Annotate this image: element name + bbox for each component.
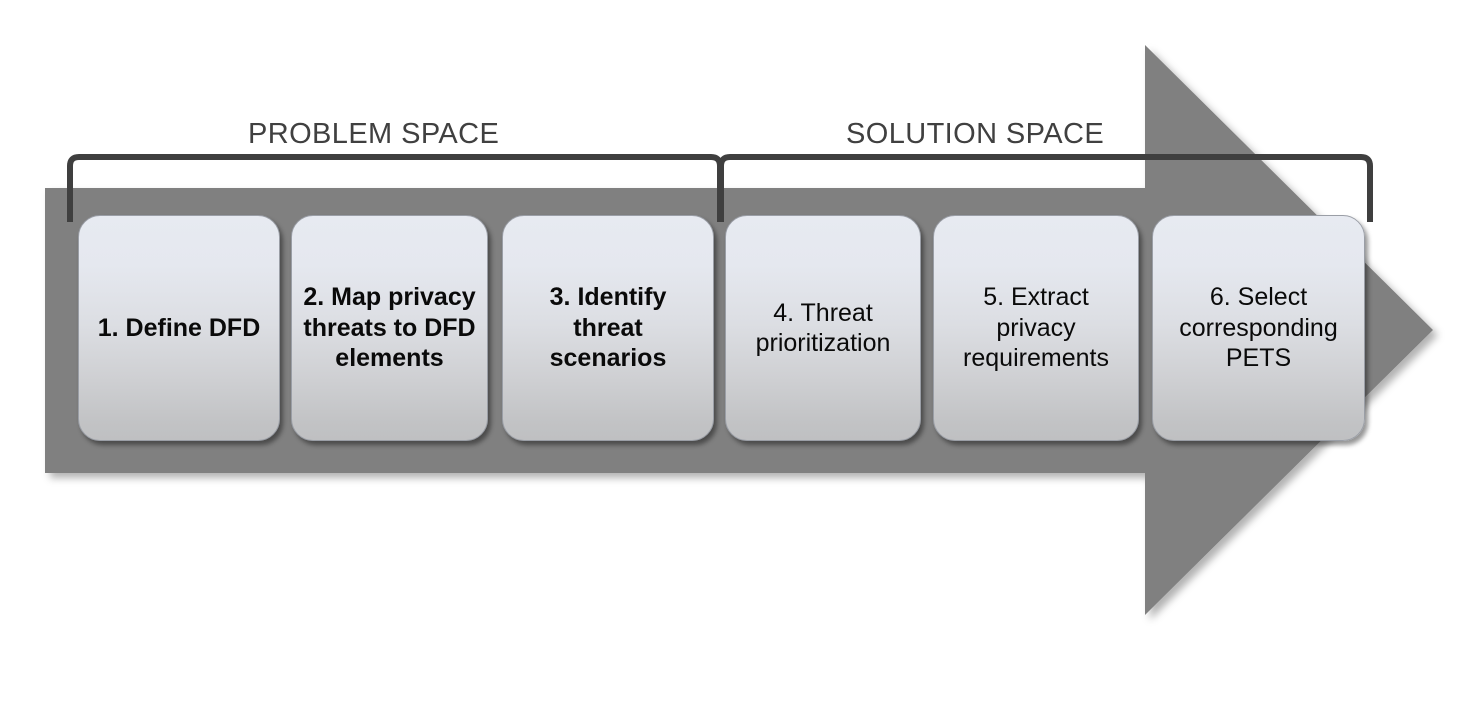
step-label: 3. Identify threat scenarios: [549, 283, 667, 373]
step-box-5-extract-privacy-requirements[interactable]: 5. Extract privacy requirements: [933, 215, 1139, 441]
step-box-6-select-corresponding-pets[interactable]: 6. Select corresponding PETS: [1152, 215, 1365, 441]
step-box-2-map-privacy-threats[interactable]: 2. Map privacy threats to DFD elements: [291, 215, 488, 441]
step-label: 1. Define DFD: [97, 313, 261, 342]
step-label: 4. Threat prioritization: [755, 298, 891, 358]
step-label: 6. Select corresponding PETS: [1179, 283, 1338, 373]
step-label: 5. Extract privacy requirements: [963, 283, 1109, 373]
step-label: 2. Map privacy threats to DFD elements: [303, 283, 476, 373]
step-box-1-define-dfd[interactable]: 1. Define DFD: [78, 215, 280, 441]
phase-label-problem-space: PROBLEM SPACE: [248, 118, 500, 150]
step-box-3-identify-threat-scenarios[interactable]: 3. Identify threat scenarios: [502, 215, 714, 441]
bracket-solution-space: [718, 154, 1373, 222]
phase-label-solution-space: SOLUTION SPACE: [846, 118, 1105, 150]
step-box-4-threat-prioritization[interactable]: 4. Threat prioritization: [725, 215, 921, 441]
bracket-problem-space: [67, 154, 723, 222]
